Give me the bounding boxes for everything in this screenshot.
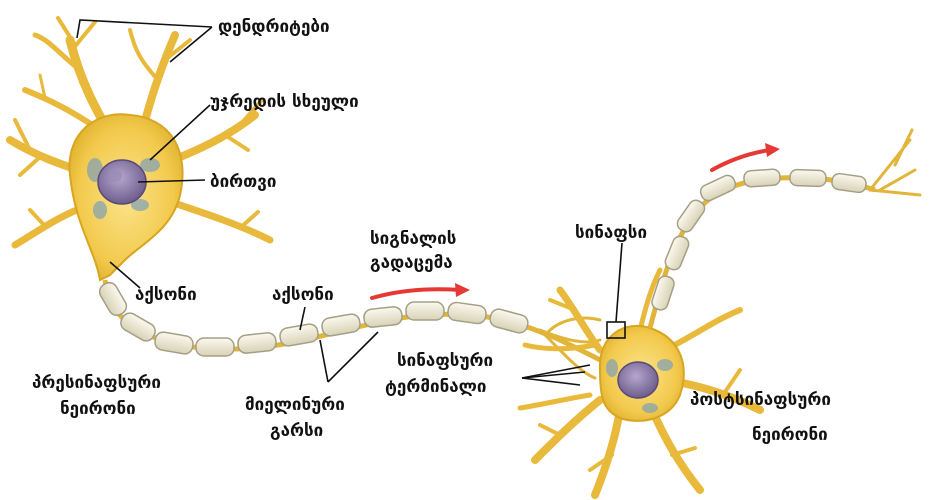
label-myelin-line1: მიელინური <box>245 395 345 415</box>
label-presynaptic-line2: ნეირონი <box>60 399 136 419</box>
signal-arrow-postsynaptic <box>712 143 780 170</box>
label-myelin-line2: გარსი <box>270 421 323 441</box>
label-postsynaptic-line2: ნეირონი <box>752 425 828 445</box>
presynaptic-neuron <box>10 18 270 280</box>
label-postsynaptic-line1: პოსტსინაფსური <box>690 390 831 410</box>
postsynaptic-nucleus <box>618 362 658 398</box>
postsynaptic-myelin-sheath <box>650 169 867 312</box>
label-cell-body: უჯრედის სხეული <box>210 92 359 112</box>
label-axon-1: აქსონი <box>135 285 197 305</box>
postsynaptic-axon-terminals <box>870 130 920 195</box>
label-axon-2: აქსონი <box>272 285 334 305</box>
signal-arrow <box>372 283 470 298</box>
label-signal-line1: სიგნალის <box>370 229 456 249</box>
label-signal-line2: გადაცემა <box>370 253 453 273</box>
label-presynaptic-line1: პრესინაფსური <box>32 373 161 393</box>
postsynaptic-neuron <box>520 130 920 495</box>
label-synaptic-terminal-line1: სინაფსური <box>397 351 493 371</box>
label-synaptic-terminal-line2: ტერმინალი <box>385 377 487 397</box>
label-synapse: სინაფსი <box>575 223 647 243</box>
label-dendrites: დენდრიტები <box>218 17 330 37</box>
label-nucleus: ბირთვი <box>210 172 276 192</box>
